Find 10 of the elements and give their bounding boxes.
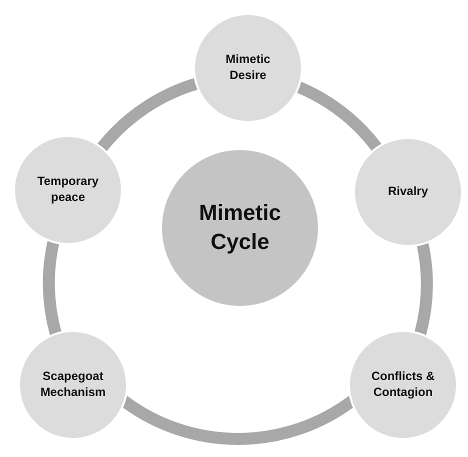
ring-connector — [414, 242, 433, 336]
stage-label: Temporary peace — [36, 174, 100, 206]
ring-connector — [96, 78, 200, 153]
stage-label: Conflicts & Contagion — [370, 369, 436, 401]
stage-label: Mimetic Desire — [224, 52, 272, 84]
center-title: Mimetic Cycle — [198, 199, 282, 256]
stage-label: Scapegoat Mechanism — [39, 369, 107, 401]
ring-connector — [42, 240, 62, 336]
stage-label: Rivalry — [388, 184, 428, 200]
ring-connector — [295, 81, 382, 152]
